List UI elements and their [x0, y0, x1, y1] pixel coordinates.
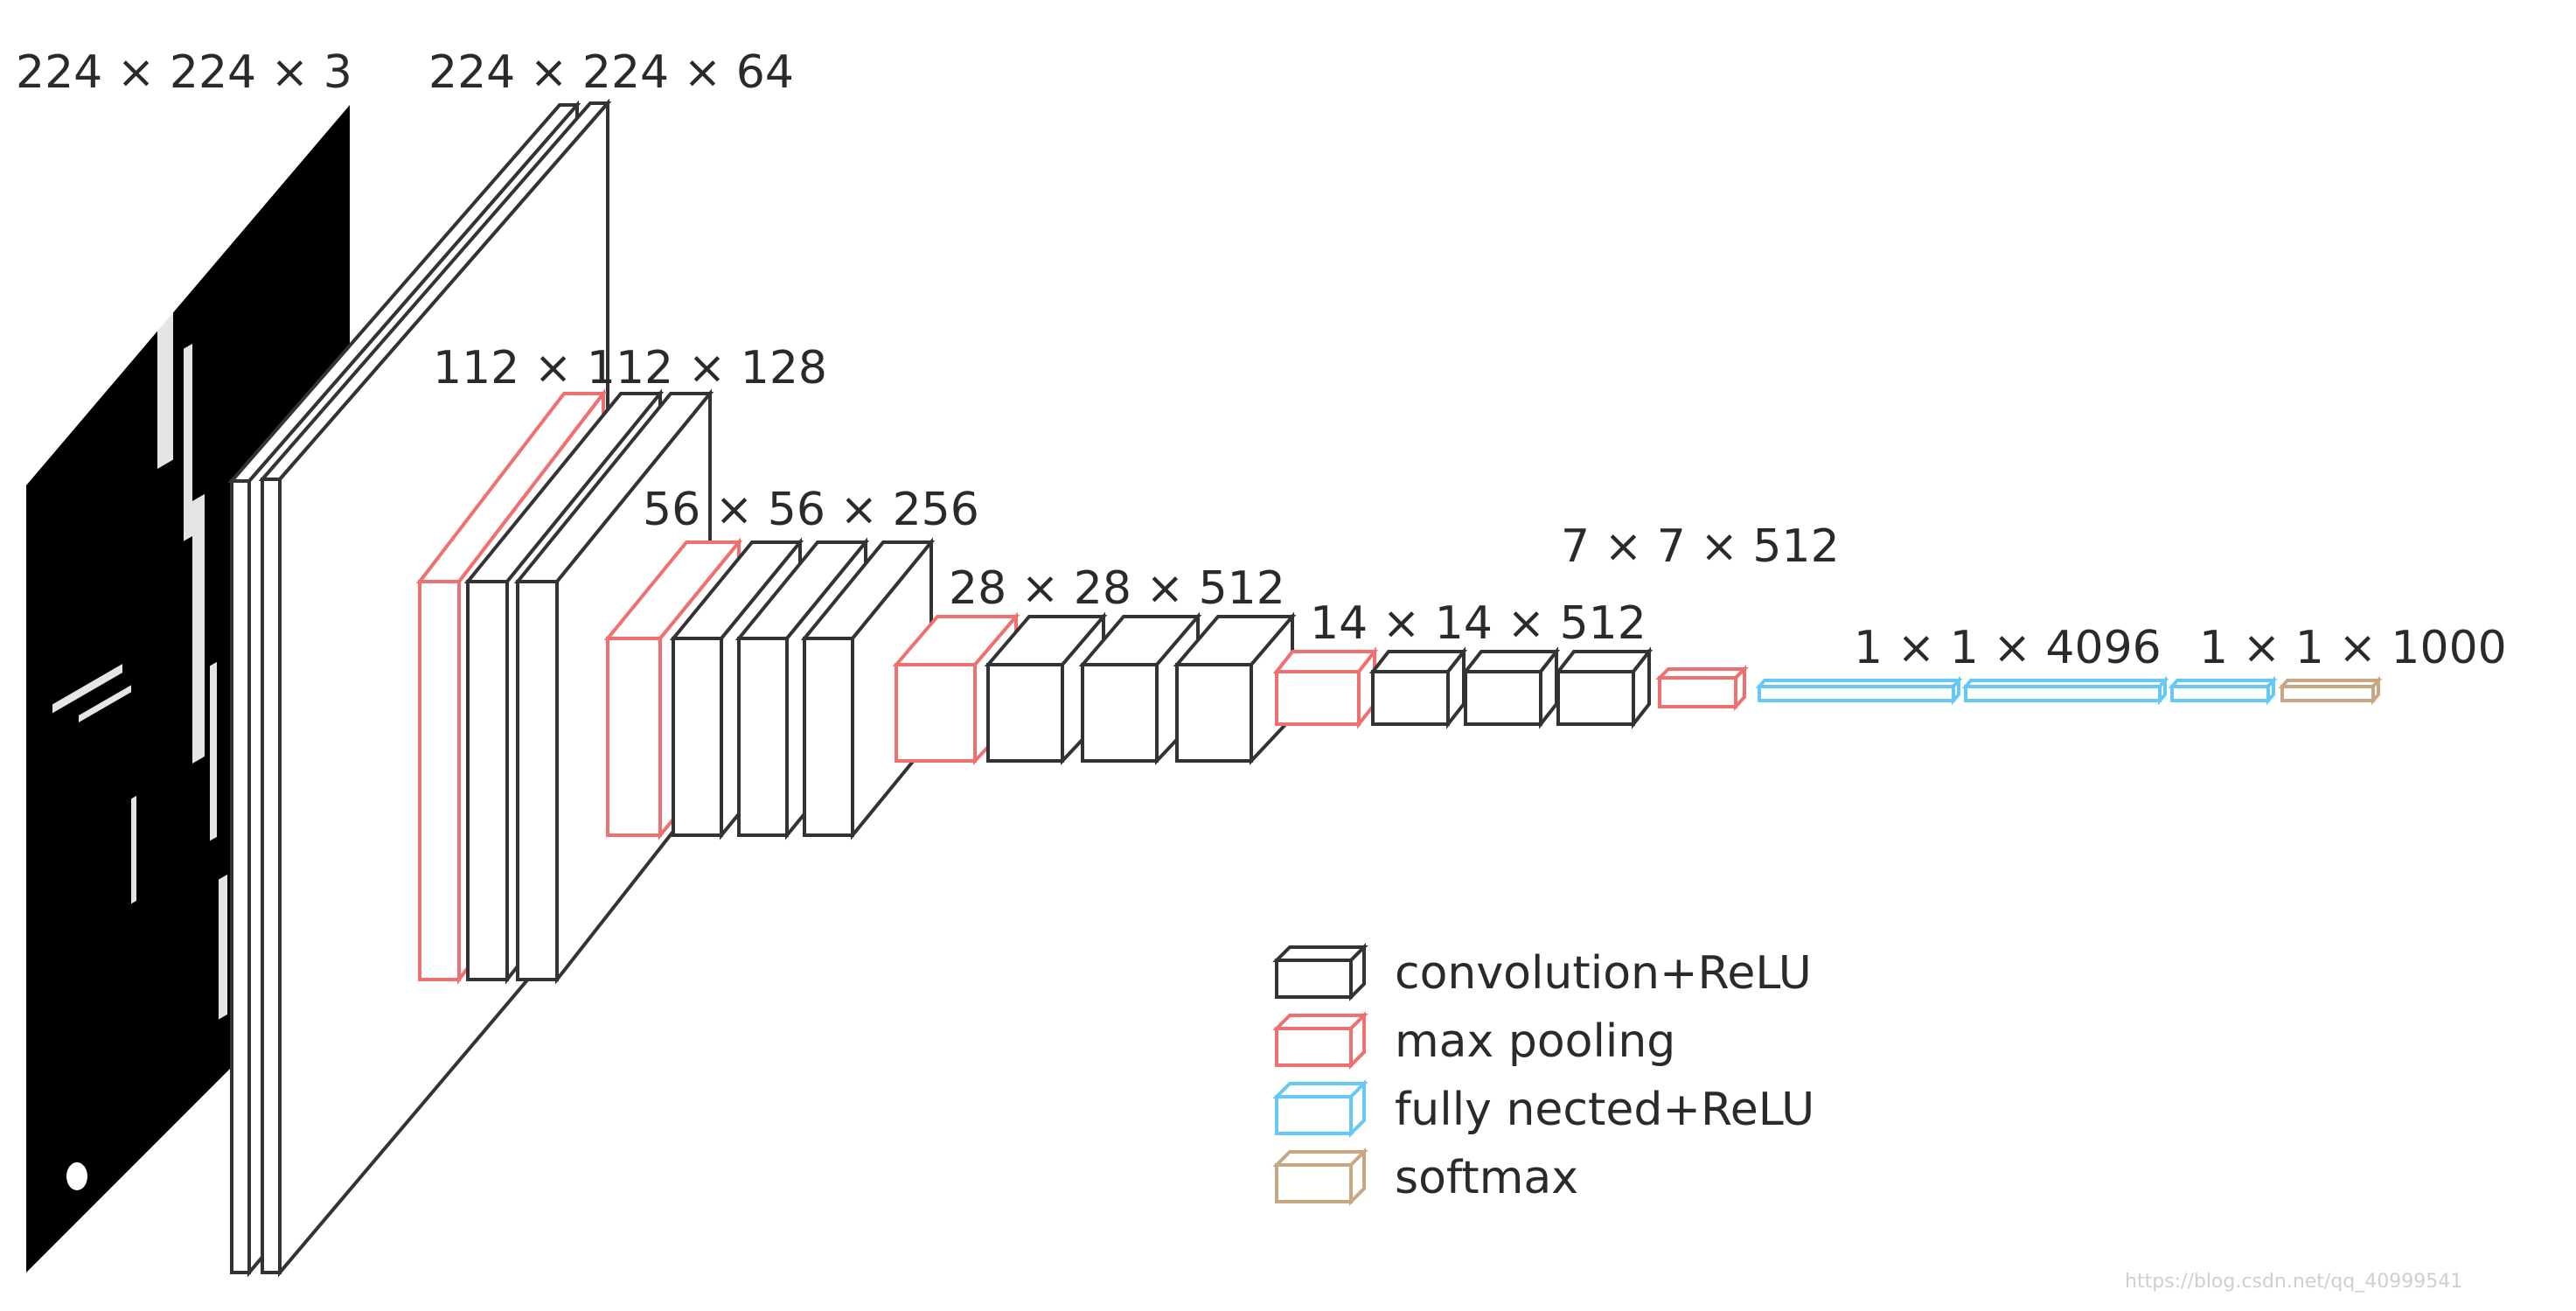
legend-swatch-softmax	[1272, 1147, 1368, 1206]
legend-item-convolution: convolution+ReLU	[1272, 943, 1812, 1001]
block5-conv	[1368, 646, 1654, 729]
block5-maxpool	[1272, 646, 1379, 729]
legend-item-fully-connected: fully nected+ReLU	[1272, 1079, 1814, 1138]
dim-label-fc: 1 × 1 × 4096	[1854, 622, 2162, 674]
dim-label-block5: 14 × 14 × 512	[1310, 597, 1647, 650]
legend-label-softmax: softmax	[1395, 1152, 1578, 1204]
block4-conv	[984, 611, 1297, 766]
legend-label-convolution: convolution+ReLU	[1395, 947, 1812, 1000]
fc-layers	[1755, 675, 2278, 706]
legend-item-max-pooling: max pooling	[1272, 1011, 1675, 1070]
dim-label-block3: 56 × 56 × 256	[643, 484, 979, 536]
dim-label-block4: 28 × 28 × 512	[949, 562, 1285, 615]
legend-item-softmax: softmax	[1272, 1147, 1578, 1206]
legend-swatch-max-pooling	[1272, 1011, 1368, 1070]
dim-label-block1: 224 × 224 × 64	[428, 46, 794, 99]
pool5-maxpool	[1655, 665, 1749, 712]
legend-swatch-convolution	[1272, 943, 1368, 1001]
watermark-text: https://blog.csdn.net/qq_40999541	[2125, 1271, 2462, 1293]
dim-label-output: 1 × 1 × 1000	[2199, 622, 2507, 674]
softmax-layer	[2278, 675, 2383, 706]
dim-label-pool5: 7 × 7 × 512	[1561, 520, 1840, 573]
legend-label-max-pooling: max pooling	[1395, 1015, 1675, 1068]
dim-label-input: 224 × 224 × 3	[16, 46, 352, 99]
legend: convolution+ReLU max pooling fully necte…	[1272, 943, 1814, 1206]
dim-label-block2: 112 × 112 × 128	[433, 342, 827, 394]
legend-label-fully-connected: fully nected+ReLU	[1395, 1084, 1814, 1136]
legend-swatch-fully-connected	[1272, 1079, 1368, 1138]
